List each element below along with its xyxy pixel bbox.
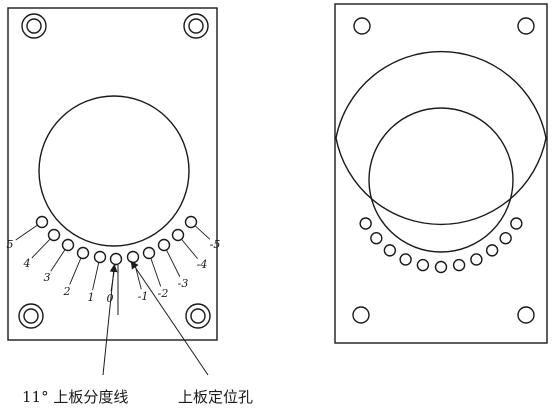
right-plate-outline	[334, 3, 548, 344]
scale-leader	[69, 258, 82, 285]
right-scale-hole	[416, 258, 430, 272]
right-scale-hole	[470, 253, 483, 266]
scale-hole	[61, 238, 75, 252]
scale-hole	[184, 215, 198, 229]
right-scale-hole	[359, 217, 372, 230]
scale-hole	[157, 238, 171, 252]
scale-label: 2	[63, 285, 71, 298]
scale-label: 1	[88, 291, 95, 304]
scale-leader	[166, 250, 181, 277]
right-scale-hole	[434, 260, 448, 274]
right-scale-hole	[452, 258, 466, 272]
scale-label: -3	[178, 277, 189, 290]
scale-hole	[109, 252, 123, 266]
scale-hole	[76, 246, 90, 260]
scale-leader	[92, 262, 100, 291]
right-corner-holes	[352, 17, 535, 324]
right-scale-hole	[510, 217, 523, 230]
right-scale-hole	[499, 232, 512, 245]
scale-hole	[171, 228, 185, 242]
right-scale-hole	[399, 253, 412, 266]
scale-label: 5	[7, 238, 14, 251]
right-scale-hole	[370, 232, 383, 245]
left-center-bore	[38, 95, 190, 247]
scale-leader	[31, 239, 51, 259]
scale-label: -2	[158, 287, 169, 300]
scale-leader	[195, 225, 211, 240]
scale-label: -5	[210, 238, 221, 251]
scale-leader	[15, 225, 38, 241]
right-center-bore	[368, 107, 514, 253]
left-corner-holes	[18, 13, 211, 329]
division-line-arrow	[102, 264, 118, 376]
right-scale-hole	[485, 244, 499, 257]
scale-leader	[181, 239, 198, 259]
positioning-hole-arrow	[130, 260, 209, 376]
right-lower-arc	[335, 137, 547, 226]
scale-hole	[93, 250, 107, 264]
scale-label: -1	[138, 290, 149, 303]
right-scale-holes	[359, 217, 523, 274]
scale-leader	[134, 262, 142, 290]
scale-label: 4	[23, 257, 31, 270]
scale-hole	[142, 246, 156, 260]
division-line-caption: 11° 上板分度线	[22, 388, 128, 406]
scale-hole	[47, 228, 61, 242]
positioning-hole-caption: 上板定位孔	[178, 388, 253, 406]
left-plate-outline	[7, 7, 218, 341]
scale-leader	[50, 249, 66, 272]
scale-label: -4	[197, 258, 208, 271]
scale-label: 3	[44, 271, 51, 284]
right-scale-hole	[383, 244, 397, 257]
right-plate	[334, 3, 548, 344]
scale-holes	[35, 215, 198, 266]
left-plate	[7, 7, 218, 341]
scale-hole	[126, 250, 140, 264]
annotation-arrows	[102, 260, 209, 376]
scale-hole	[35, 215, 49, 229]
right-upper-arc	[335, 50, 547, 139]
scale-leader	[150, 258, 162, 287]
scale-label: 0	[107, 292, 114, 305]
